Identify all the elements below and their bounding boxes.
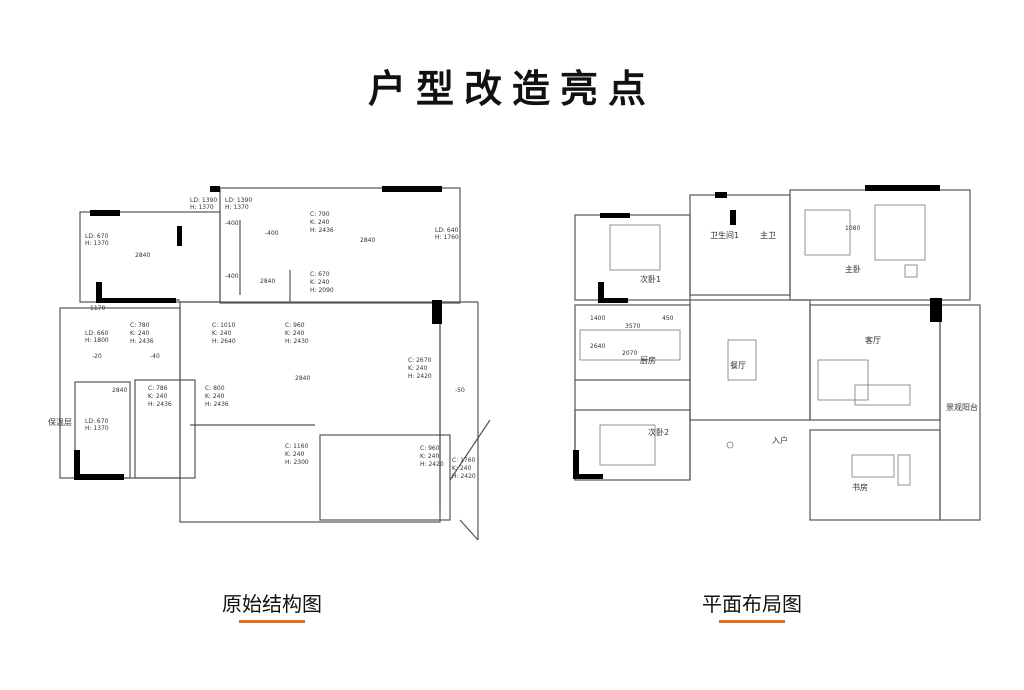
original-structure-plan: LD: 1390 H: 1370 LD: 1390 H: 1370 LD: 67… (40, 180, 500, 550)
spec-h: H: 2300 (285, 459, 309, 466)
spec-c: C: 1160 (285, 443, 309, 450)
dim-label: 3570 (625, 323, 640, 330)
spec-h: H: 2436 (310, 227, 334, 234)
spec-k: K: 240 (420, 453, 439, 460)
dim-label: 450 (662, 315, 674, 322)
hd-label-1: H: 1370 (190, 204, 214, 211)
spec-c: C: 800 (205, 385, 225, 392)
spec-c: C: 780 (130, 322, 150, 329)
offset-label: -50 (455, 387, 465, 394)
ld-label-3: LD: 670 (85, 233, 109, 240)
room-entrance: 入户 (772, 435, 788, 445)
spec-k: K: 240 (408, 365, 427, 372)
dim-label: 1400 (590, 315, 605, 322)
spec-c: C: 786 (148, 385, 168, 392)
dim-label: 2070 (622, 350, 637, 357)
spec-h: H: 2090 (310, 287, 334, 294)
offset-label: -400 (225, 220, 239, 227)
right-text: 卫生间1 主卫 次卧1 主卧 餐厅 厨房 客厅 次卧2 入户 书房 景观阳台 1… (590, 225, 978, 492)
spec-k: K: 240 (285, 451, 304, 458)
level-label: 2840 (295, 375, 310, 382)
room-bathroom1: 卫生间1 (710, 230, 739, 240)
hd-label-3: H: 1370 (85, 240, 109, 247)
spec-k: K: 240 (205, 393, 224, 400)
spec-k: K: 240 (148, 393, 167, 400)
spec-c: C: 1010 (212, 322, 236, 329)
room-master-bedroom: 主卧 (845, 264, 861, 274)
offset-label: -40 (150, 353, 160, 360)
ld-label-2: LD: 1390 (225, 197, 252, 204)
spec-c: C: 2670 (408, 357, 432, 364)
spec-c: C: 790 (310, 211, 330, 218)
spec-h: H: 2436 (148, 401, 172, 408)
spec-c: C: 1760 (452, 457, 476, 464)
level-label: 2840 (135, 252, 150, 259)
spec-h: H: 2420 (420, 461, 444, 468)
dim-label: 2640 (590, 343, 605, 350)
structural-columns (573, 185, 942, 479)
spec-k: K: 240 (310, 219, 329, 226)
offset-label: -400 (265, 230, 279, 237)
hd-label-2: H: 1370 (225, 204, 249, 211)
ld-label-1: LD: 1390 (190, 197, 217, 204)
spec-k: K: 240 (310, 279, 329, 286)
furniture (579, 204, 926, 486)
spec-h: H: 2436 (130, 338, 154, 345)
original-plan-drawing: LD: 1390 H: 1370 LD: 1390 H: 1370 LD: 67… (48, 186, 491, 541)
spec-k: K: 240 (452, 465, 471, 472)
spec-c: C: 960 (285, 322, 305, 329)
layout-plan-caption: 平面布局图 (702, 592, 802, 616)
hd-label-4: H: 1760 (435, 234, 459, 241)
page-title: 户型改造亮点 (367, 67, 656, 111)
ld-label-5: LD: 660 (85, 330, 109, 337)
spec-k: K: 240 (130, 330, 149, 337)
offset-label: -20 (92, 353, 102, 360)
room-master-bath: 主卫 (760, 230, 776, 240)
room-dining: 餐厅 (730, 361, 746, 370)
level-label: 2840 (112, 387, 127, 394)
dim-label: 1080 (845, 225, 860, 232)
level-label: 2840 (360, 237, 375, 244)
hd-label-6: H: 1370 (85, 425, 109, 432)
room-living: 客厅 (865, 335, 881, 345)
dim-label: 1170 (90, 305, 105, 312)
spec-h: H: 2640 (212, 338, 236, 345)
spec-c: C: 670 (310, 271, 330, 278)
layout-plan: 卫生间1 主卫 次卧1 主卧 餐厅 厨房 客厅 次卧2 入户 书房 景观阳台 1… (560, 180, 990, 550)
exterior-walls (574, 189, 981, 521)
spec-h: H: 2420 (408, 373, 432, 380)
left-text: LD: 1390 H: 1370 LD: 1390 H: 1370 LD: 67… (48, 197, 476, 480)
level-label: 2840 (260, 278, 275, 285)
layout-plan-drawing: 卫生间1 主卫 次卧1 主卧 餐厅 厨房 客厅 次卧2 入户 书房 景观阳台 1… (573, 185, 981, 521)
exterior-walls (59, 187, 491, 541)
room-bedroom2: 次卧2 (648, 427, 669, 437)
hd-label-5: H: 1800 (85, 337, 109, 344)
spec-k: K: 240 (212, 330, 231, 337)
spec-c: C: 960 (420, 445, 440, 452)
spec-h: H: 2420 (452, 473, 476, 480)
original-plan-caption: 原始结构图 (222, 592, 322, 616)
original-caption-underline (239, 620, 305, 623)
offset-label: -400 (225, 273, 239, 280)
room-bedroom1: 次卧1 (640, 274, 661, 284)
layout-caption-underline (719, 620, 785, 623)
room-study: 书房 (852, 482, 868, 492)
insulation-label: 保温层 (48, 417, 72, 427)
room-kitchen: 厨房 (640, 355, 656, 365)
ld-label-4: LD: 640 (435, 227, 459, 234)
ld-label-6: LD: 670 (85, 418, 109, 425)
spec-h: H: 2430 (285, 338, 309, 345)
room-balcony: 景观阳台 (946, 402, 978, 412)
spec-k: K: 240 (285, 330, 304, 337)
spec-h: H: 2436 (205, 401, 229, 408)
structural-columns (74, 186, 442, 480)
